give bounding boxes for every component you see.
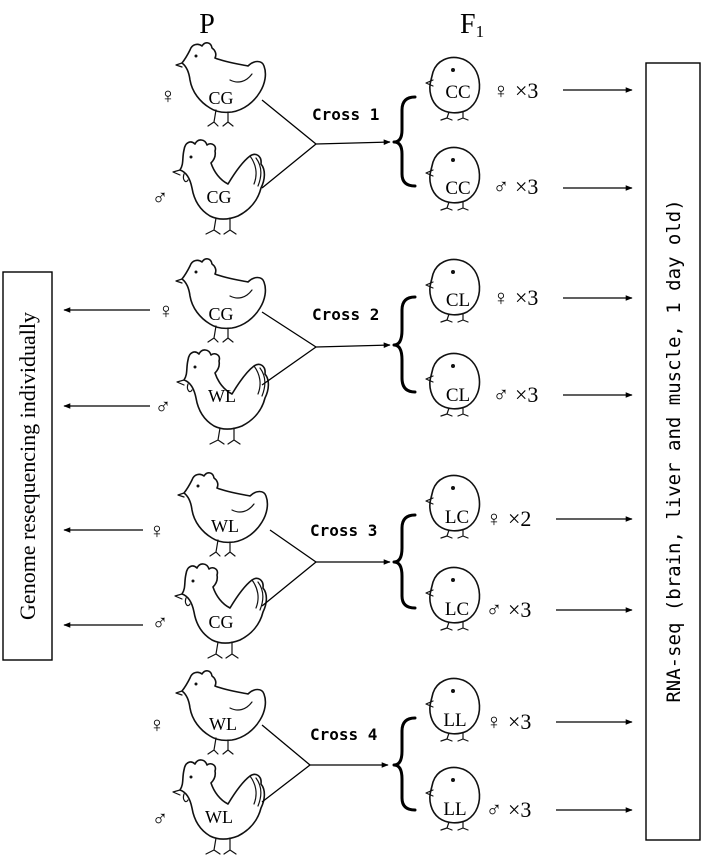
cross-2-group: ♀ CG ♂ WL Cross 2 CL ♀ ×3 CL ♂ ×3: [63, 257, 633, 445]
cross-1-group: ♀ CG ♂ CG Cross 1 CC ♀ ×3 CC ♂ ×3: [152, 41, 633, 235]
cross-1-offspring-male-label: CC: [445, 178, 470, 199]
cross-4-male-parent-label: WL: [205, 807, 233, 827]
cross-4-female-parent-label: WL: [209, 714, 237, 734]
f1-generation-header: F1: [460, 9, 484, 41]
hen-icon: [177, 471, 269, 557]
cross-1-offspring-female-label: CC: [445, 82, 470, 103]
cross-3-brace: [392, 513, 417, 610]
cross-3-offspring-female-sex: ♀: [486, 506, 503, 531]
cross-2-female-symbol: ♀: [158, 298, 175, 323]
genome-resequencing-label: Genome resequencing individually: [15, 312, 40, 620]
cross-2-offspring-female-count: ×3: [515, 285, 538, 310]
cross-4-offspring-male-label: LL: [443, 799, 466, 820]
cross-3-offspring-male-label: LC: [445, 599, 469, 620]
cross-3-female-parent-label: WL: [211, 516, 239, 536]
cross-4-offspring-male-sex: ♂: [486, 797, 503, 822]
cross-4-label: Cross 4: [310, 725, 377, 744]
cross-1-female-parent-label: CG: [208, 88, 233, 108]
cross-3-offspring-male-sex: ♂: [486, 597, 503, 622]
cross-3-male-parent-label: CG: [208, 612, 233, 632]
cross-1-offspring-female-count: ×3: [515, 78, 538, 103]
rna-seq-label: RNA-seq (brain, liver and muscle, 1 day …: [663, 199, 685, 702]
cross-1-male-symbol: ♂: [152, 185, 169, 210]
cross-2-offspring-female-sex: ♀: [493, 285, 510, 310]
cross-2-label: Cross 2: [312, 305, 379, 324]
cross-2-male-parent-label: WL: [208, 386, 236, 406]
cross-1-male-parent-label: CG: [206, 187, 231, 207]
rna-seq-box: RNA-seq (brain, liver and muscle, 1 day …: [645, 62, 701, 841]
cross-4-male-symbol: ♂: [152, 806, 169, 831]
cross-2-male-symbol: ♂: [155, 394, 172, 419]
cross-2-brace: [392, 295, 417, 394]
cross-3-male-symbol: ♂: [152, 610, 169, 635]
cross-2-offspring-male-label: CL: [446, 385, 470, 406]
cross-4-brace: [392, 716, 417, 812]
cross-3-offspring-female-label: LC: [445, 507, 469, 528]
cross-4-female-symbol: ♀: [149, 712, 166, 737]
rooster-icon: [174, 563, 268, 659]
cross-4-offspring-male-count: ×3: [508, 797, 531, 822]
hen-icon: [175, 41, 267, 127]
cross-4-group: ♀ WL ♂ WL Cross 4 LL ♀ ×3 LL ♂ ×3: [149, 669, 633, 855]
cross-3-group: ♀ WL ♂ CG Cross 3 LC ♀ ×2 LC ♂ ×3: [63, 471, 633, 659]
hen-icon: [175, 257, 267, 343]
cross-2-offspring-male-sex: ♂: [493, 382, 510, 407]
cross-1-label: Cross 1: [312, 105, 379, 124]
cross-4-offspring-female-label: LL: [443, 710, 466, 731]
cross-3-offspring-female-count: ×2: [508, 506, 531, 531]
cross-2-offspring-male-count: ×3: [515, 382, 538, 407]
cross-1-female-symbol: ♀: [160, 83, 177, 108]
cross-2-female-parent-label: CG: [208, 304, 233, 324]
genome-resequencing-box: Genome resequencing individually: [2, 271, 53, 661]
cross-1-offspring-female-sex: ♀: [493, 78, 510, 103]
cross-1-brace: [392, 95, 417, 188]
cross-4-offspring-female-sex: ♀: [486, 709, 503, 734]
hen-icon: [175, 669, 267, 755]
parent-generation-header: P: [199, 9, 215, 40]
cross-3-label: Cross 3: [310, 521, 377, 540]
cross-1-offspring-male-count: ×3: [515, 174, 538, 199]
cross-3-offspring-male-count: ×3: [508, 597, 531, 622]
cross-1-offspring-male-sex: ♂: [493, 174, 510, 199]
cross-4-offspring-female-count: ×3: [508, 709, 531, 734]
cross-2-offspring-female-label: CL: [446, 290, 470, 311]
cross-3-female-symbol: ♀: [149, 518, 166, 543]
